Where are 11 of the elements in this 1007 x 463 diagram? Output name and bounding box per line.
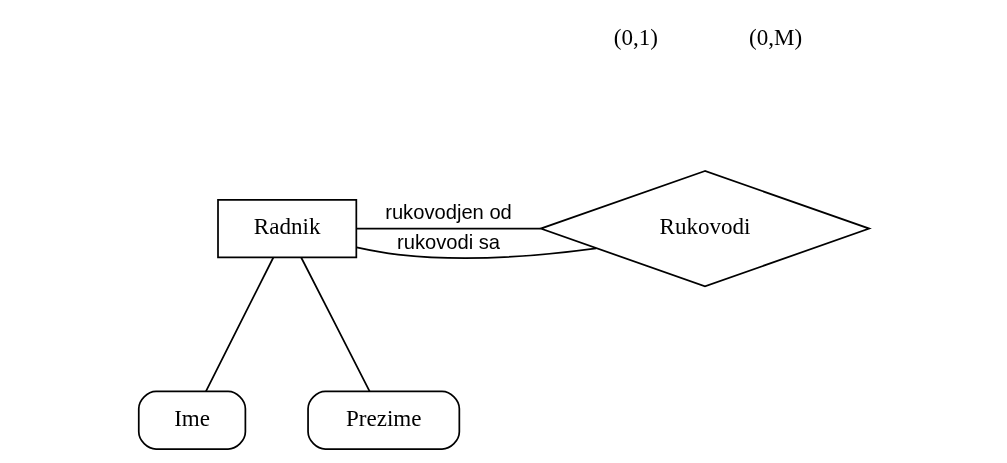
label: (0,1) <box>613 24 658 51</box>
connector <box>299 256 370 393</box>
node-box: Prezime <box>306 390 460 450</box>
node-box: Radnik <box>216 198 357 259</box>
connector <box>355 227 541 230</box>
connector <box>355 246 597 259</box>
edge-label: rukovodjen od <box>384 200 512 223</box>
label: (0,M) <box>748 24 802 51</box>
node-box: Ime <box>137 390 246 450</box>
connector <box>204 256 274 393</box>
edge-label: rukovodi sa <box>396 231 500 254</box>
